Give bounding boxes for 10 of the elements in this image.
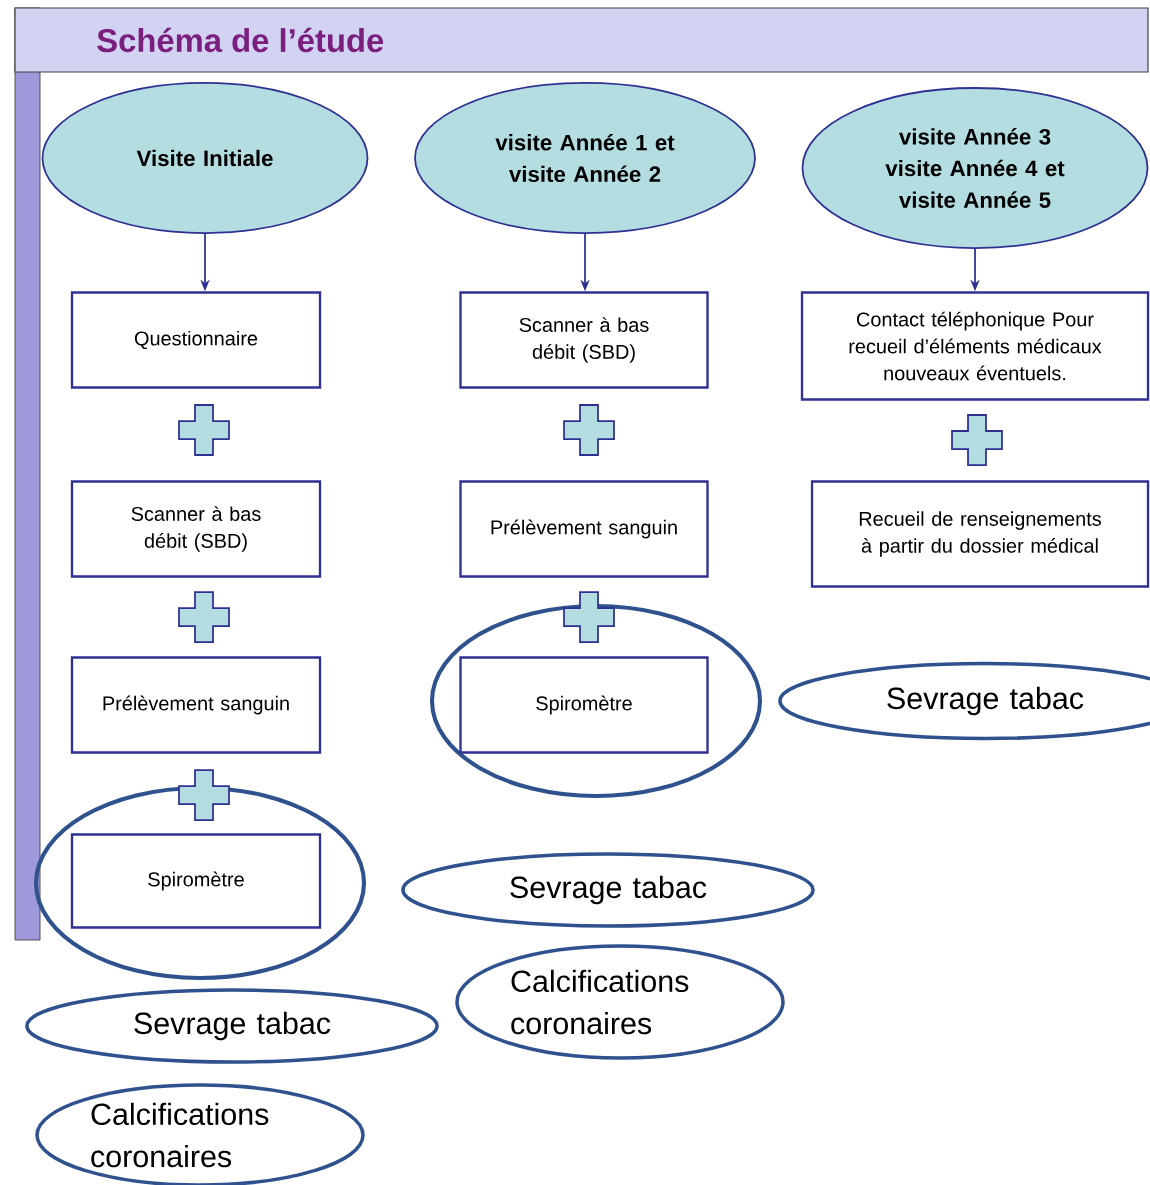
step-box: Recueil de renseignements à partir du dossier médical	[810, 480, 1150, 588]
step-box: Contact téléphonique Pour recueil d’éléments médicaux nouveaux éventuels.	[800, 291, 1150, 401]
step-box: Questionnaire	[70, 291, 322, 389]
step-box: Scanner à bas débit (SBD)	[70, 480, 322, 578]
title: Schéma de l’étude	[97, 27, 384, 53]
step-box: Spiromètre	[70, 833, 322, 929]
step-box: Spiromètre	[459, 656, 709, 754]
step-box: Prélèvement sanguin	[70, 656, 322, 754]
step-box: Scanner à bas débit (SBD)	[459, 291, 709, 389]
step-box: Prélèvement sanguin	[459, 480, 709, 578]
